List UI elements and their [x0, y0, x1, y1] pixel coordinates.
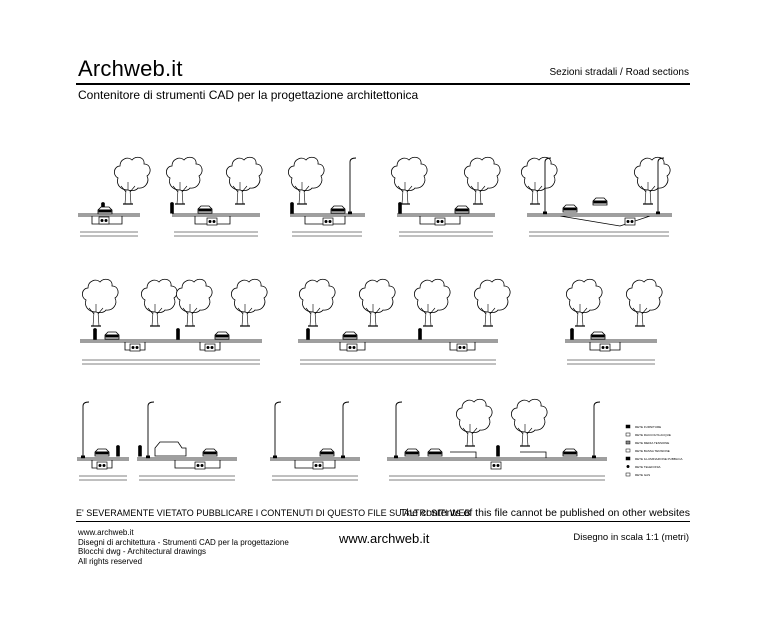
legend — [625, 424, 631, 477]
section-10 — [137, 401, 237, 481]
section-2 — [165, 156, 263, 237]
subtitle: Contenitore di strumenti CAD per la prog… — [78, 88, 419, 102]
legend-item-3: RETE BASSA TENSIONE — [635, 449, 670, 453]
legend-item-0: RETE FURNITURE — [635, 425, 661, 429]
section-6 — [80, 278, 268, 365]
section-11 — [270, 401, 360, 481]
credits-line: Disegni di architettura - Strumenti CAD … — [78, 537, 289, 547]
credits-line: Blocchi dwg - Architectural drawings — [78, 547, 207, 556]
website-link[interactable]: www.archweb.it — [339, 531, 430, 546]
scale-note: Disegno in scala 1:1 (metri) — [573, 532, 689, 543]
legend-item-6: RETE GAS — [635, 473, 650, 477]
section-5 — [520, 156, 672, 237]
section-8 — [565, 278, 663, 365]
credits: www.archweb.it Disegni di architettura -… — [78, 528, 289, 566]
legend-item-1: RETE RACCOLTA ACQUE — [635, 433, 671, 437]
legend-item-4: RETE ILLUMINAZIONE PUBBLICA — [635, 457, 683, 461]
section-title: Sezioni stradali / Road sections — [549, 67, 689, 78]
warning-italian: E' SEVERAMENTE VIETATO PUBBLICARE I CONT… — [76, 508, 471, 518]
section-7 — [298, 278, 511, 365]
section-9 — [77, 401, 129, 481]
legend-item-5: RETE TELEFONIA — [635, 465, 660, 469]
header-divider — [76, 83, 690, 85]
credits-line: www.archweb.it — [78, 528, 134, 537]
warning-english: The contents of this file cannot be publ… — [399, 507, 690, 519]
section-3 — [287, 156, 365, 237]
credits-line: All rights reserved — [78, 556, 143, 566]
footer-divider — [76, 521, 690, 522]
legend-item-2: RETE MEDIA TENSIONE — [635, 441, 669, 445]
brand-logo-text: Archweb.it — [78, 56, 183, 81]
section-12 — [387, 398, 607, 481]
section-4 — [390, 156, 501, 237]
section-1 — [78, 156, 151, 237]
